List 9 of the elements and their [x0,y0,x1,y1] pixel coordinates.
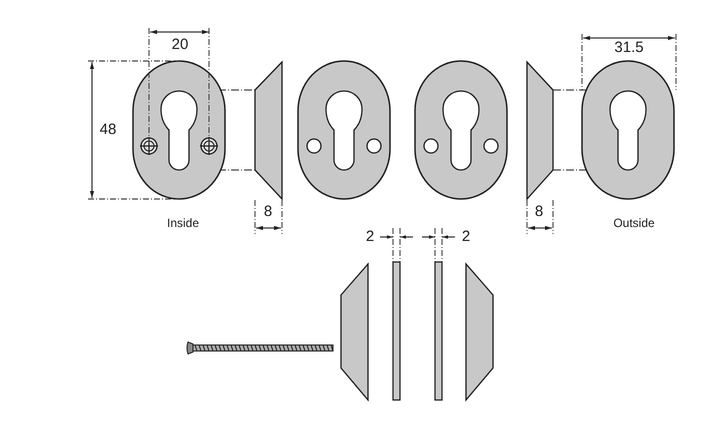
dimension-label: 2 [366,226,374,247]
view-label: Outside [613,215,655,232]
dimension-label: 20 [172,34,188,55]
dimension-label: 31.5 [614,38,644,58]
dimension-label: 8 [264,202,272,222]
dimension-label: 2 [462,226,470,247]
dimension-label: 48 [100,120,116,140]
view-label: Inside [166,215,200,232]
dimension-label: 8 [534,202,544,222]
